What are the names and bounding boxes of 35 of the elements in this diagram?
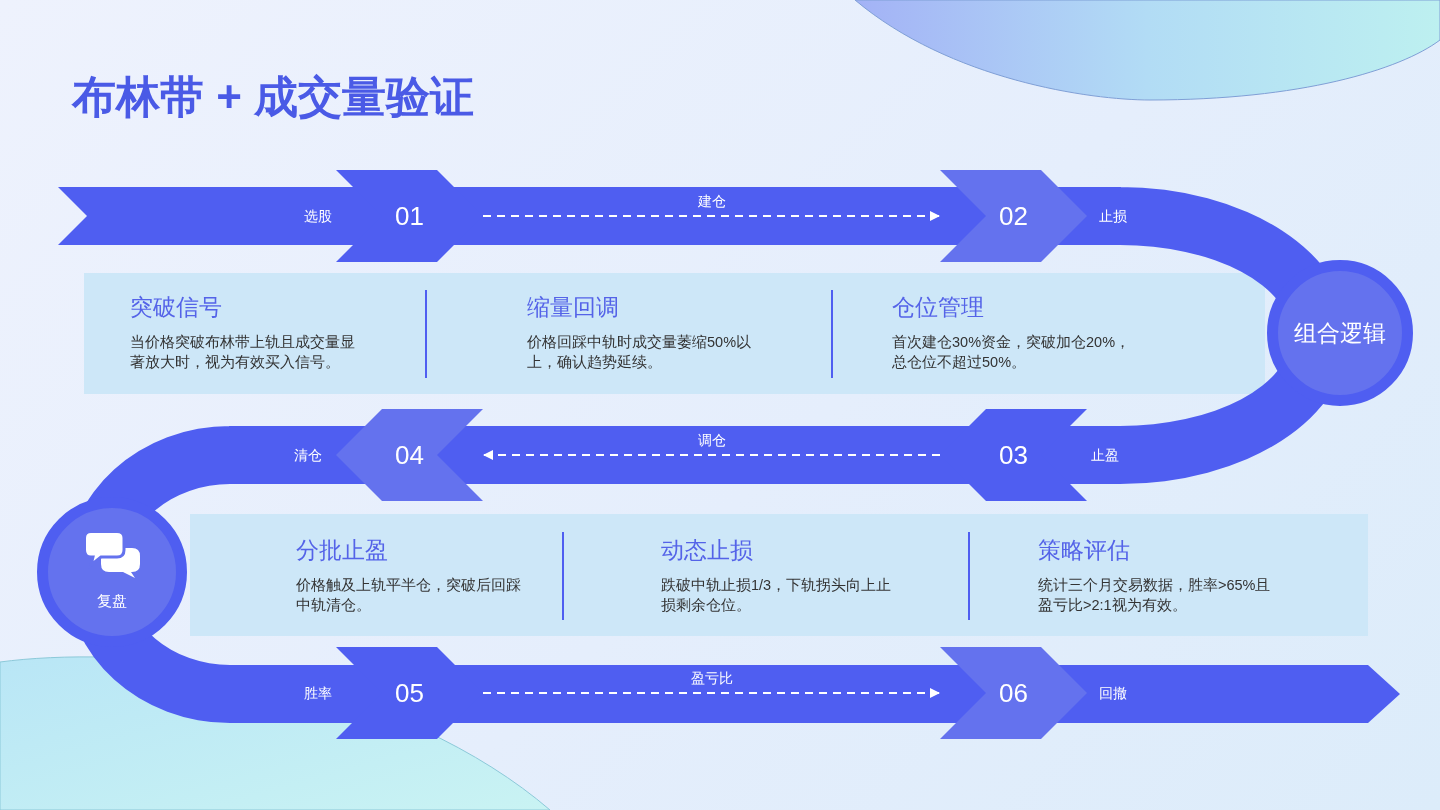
- info-panel: [190, 514, 1368, 636]
- card-text: 价格触及上轨平半仓，突破后回踩中轨清仓。: [296, 576, 522, 615]
- dashed-arrow: [482, 211, 941, 221]
- edge-label: 调仓: [697, 431, 726, 450]
- card-heading: 缩量回调: [527, 294, 620, 322]
- card-text: 当价格突破布林带上轨且成交量显著放大时，视为有效买入信号。: [130, 333, 356, 372]
- step-label: 止盈: [1091, 446, 1119, 465]
- step-label: 回撤: [1099, 684, 1127, 703]
- edge-label: 盈亏比: [690, 669, 733, 688]
- card-heading: 仓位管理: [892, 294, 985, 322]
- card-heading: 突破信号: [130, 294, 223, 322]
- card-heading: 分批止盈: [296, 537, 389, 565]
- card-text: 首次建仓30%资金，突破加仓20%，总仓位不超过50%。: [892, 333, 1132, 372]
- edge-label: 建仓: [697, 192, 726, 211]
- info-panel: [84, 273, 1265, 394]
- step-number: 02: [999, 201, 1028, 231]
- step-label: 止损: [1099, 207, 1127, 226]
- circle-label: 复盘: [97, 591, 127, 611]
- step-number: 05: [395, 678, 424, 708]
- step-number: 06: [999, 678, 1028, 708]
- circle-badge: 组合逻辑: [1267, 260, 1413, 406]
- step-number: 01: [395, 201, 424, 231]
- slide-title: 布林带 + 成交量验证: [72, 71, 475, 123]
- card-heading: 策略评估: [1038, 537, 1131, 565]
- card-text: 价格回踩中轨时成交量萎缩50%以上，确认趋势延续。: [527, 333, 753, 372]
- step-number: 03: [999, 440, 1028, 470]
- card-heading: 动态止损: [661, 537, 754, 565]
- step-number: 04: [395, 440, 424, 470]
- step-label: 胜率: [304, 684, 332, 703]
- step-label: 选股: [304, 207, 332, 226]
- step-label: 清仓: [294, 446, 322, 465]
- card-text: 跌破中轨止损1/3，下轨拐头向上止损剩余仓位。: [661, 576, 893, 615]
- card-text: 统计三个月交易数据，胜率>65%且盈亏比>2:1视为有效。: [1038, 576, 1272, 615]
- dashed-arrow: [482, 688, 941, 698]
- dashed-arrow: [482, 450, 941, 460]
